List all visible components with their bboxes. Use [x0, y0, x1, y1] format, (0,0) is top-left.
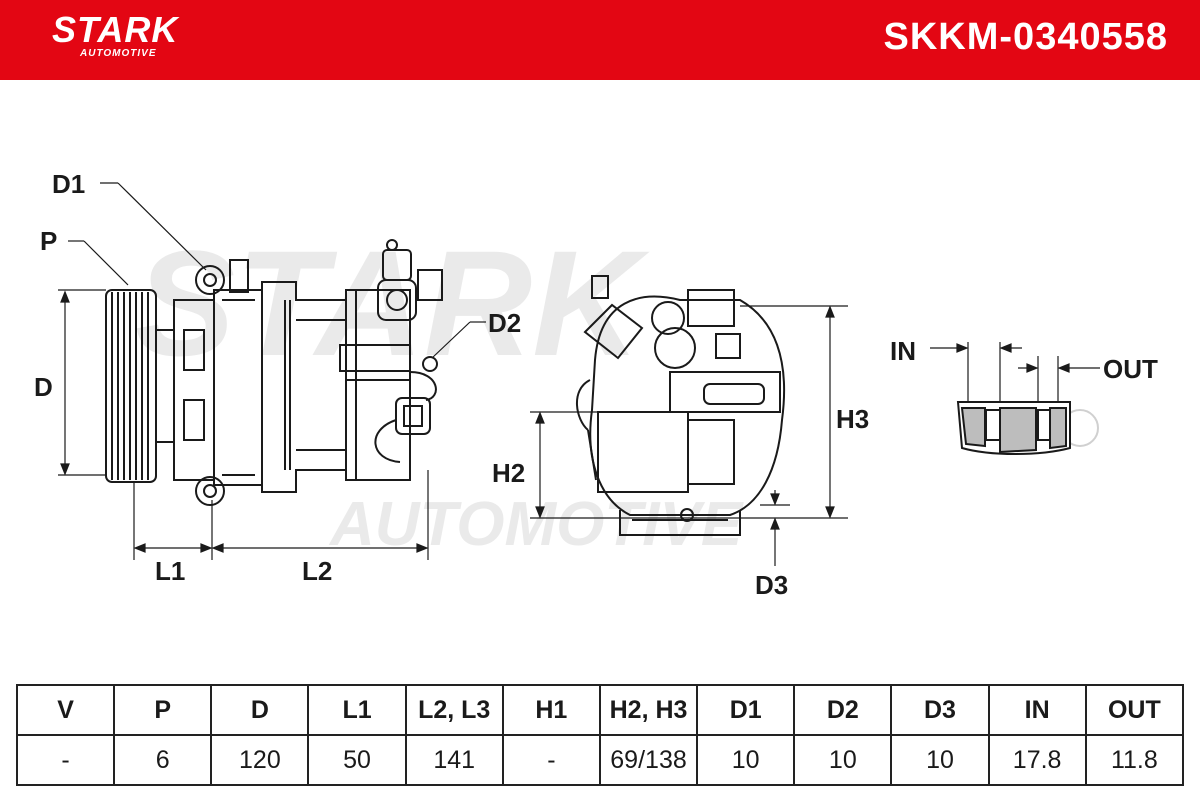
label-h3: H3 — [836, 404, 869, 434]
compressor-rear-view — [575, 275, 786, 536]
spec-header-h2-h3: H2, H3 — [598, 684, 699, 736]
label-d2: D2 — [488, 308, 521, 338]
label-in: IN — [890, 336, 916, 366]
spec-values-row: - 6 120 50 141 - 69/138 10 10 10 17.8 11… — [15, 734, 1185, 786]
spec-header-d3: D3 — [890, 684, 990, 736]
spec-header-l1: L1 — [307, 684, 407, 736]
label-h2: H2 — [492, 458, 525, 488]
label-out: OUT — [1103, 354, 1158, 384]
header-bar: STARK AUTOMOTIVE SKKM-0340558 — [0, 0, 1200, 80]
spec-value-l1: 50 — [307, 734, 407, 786]
dimension-lines-left — [58, 182, 486, 560]
spec-value-d: 120 — [210, 734, 310, 786]
watermark-brand: STARK — [135, 219, 650, 387]
stark-logo: STARK AUTOMOTIVE — [52, 9, 179, 60]
label-d1: D1 — [52, 169, 85, 199]
part-number: SKKM-0340558 — [883, 16, 1168, 58]
label-d: D — [34, 372, 53, 402]
spec-value-l2-l3: 141 — [404, 734, 504, 786]
spec-value-in: 17.8 — [987, 734, 1087, 786]
spec-value-h1: - — [501, 734, 601, 786]
spec-value-out: 11.8 — [1084, 734, 1185, 786]
dimension-lines-right — [930, 342, 1100, 402]
spec-value-v: - — [15, 734, 116, 786]
spec-header-in: IN — [987, 684, 1087, 736]
label-d3: D3 — [755, 570, 788, 600]
label-l1: L1 — [155, 556, 185, 586]
compressor-side-view — [105, 239, 443, 506]
logo-brand: STARK — [52, 9, 179, 50]
spec-header-d1: D1 — [696, 684, 796, 736]
spec-value-p: 6 — [113, 734, 213, 786]
logo-sub: AUTOMOTIVE — [80, 48, 157, 59]
spec-header-l2-l3: L2, L3 — [404, 684, 504, 736]
label-l2: L2 — [302, 556, 332, 586]
spec-header-h1: H1 — [501, 684, 601, 736]
spec-header-d2: D2 — [793, 684, 893, 736]
spec-value-h2-h3: 69/138 — [598, 734, 699, 786]
spec-header-out: OUT — [1084, 684, 1185, 736]
spec-table: V P D L1 L2, L3 H1 H2, H3 D1 D2 D3 IN OU… — [15, 684, 1185, 786]
spec-value-d1: 10 — [696, 734, 796, 786]
spec-header-p: P — [113, 684, 213, 736]
spec-value-d3: 10 — [890, 734, 990, 786]
spec-header-row: V P D L1 L2, L3 H1 H2, H3 D1 D2 D3 IN OU… — [15, 684, 1185, 736]
dimension-lines-middle — [530, 305, 848, 566]
spec-value-d2: 10 — [793, 734, 893, 786]
spec-header-d: D — [210, 684, 310, 736]
spec-header-v: V — [15, 684, 116, 736]
label-p: P — [40, 226, 57, 256]
compressor-drawing: STARK AUTOMOTIVE — [34, 169, 1158, 600]
port-section-view — [956, 401, 1071, 455]
watermark-sub: AUTOMOTIVE — [328, 490, 744, 559]
